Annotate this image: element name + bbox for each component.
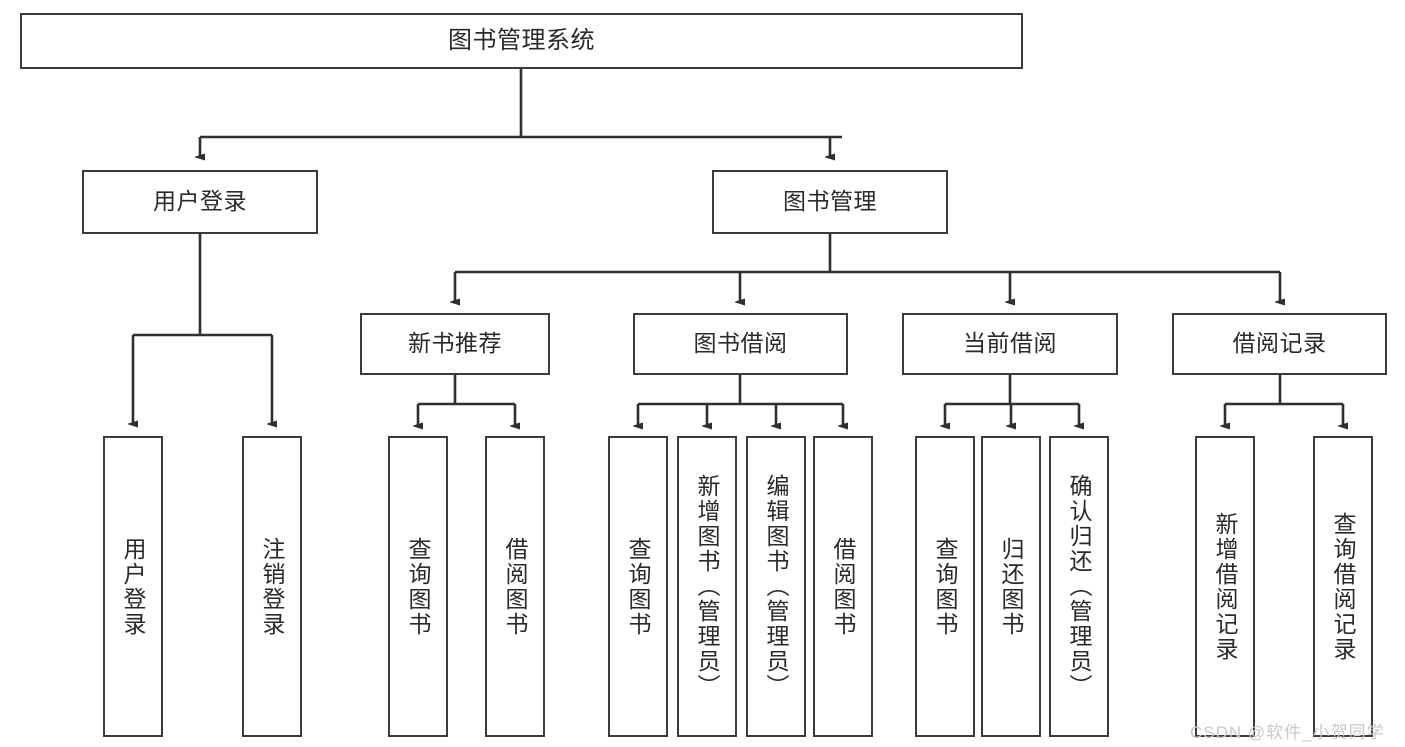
- node-user-login[interactable]: 用户登录: [82, 170, 318, 234]
- node-label: 新增借阅记录: [1212, 511, 1239, 662]
- node-label: 查询借阅记录: [1330, 511, 1357, 662]
- node-label: 用户登录: [120, 536, 147, 637]
- node-label: 确认归还（管理员）: [1066, 474, 1093, 699]
- node-label: 查询图书: [625, 536, 652, 637]
- leaf-query-books-borrow[interactable]: 查询图书: [608, 436, 668, 737]
- leaf-edit-book-admin[interactable]: 编辑图书（管理员）: [746, 436, 806, 737]
- leaf-add-book-admin[interactable]: 新增图书（管理员）: [677, 436, 737, 737]
- node-label: 图书管理系统: [448, 26, 595, 54]
- node-label: 当前借阅: [963, 330, 1057, 357]
- watermark-text: CSDN @软件_小贺同学: [1190, 723, 1385, 742]
- leaf-return-books[interactable]: 归还图书: [981, 436, 1041, 737]
- leaf-borrow-books-borrow[interactable]: 借阅图书: [813, 436, 873, 737]
- node-library-management-system[interactable]: 图书管理系统: [20, 13, 1023, 69]
- node-new-book-recommendation[interactable]: 新书推荐: [360, 313, 550, 375]
- node-book-borrow[interactable]: 图书借阅: [633, 313, 848, 375]
- node-label: 图书管理: [783, 188, 877, 215]
- leaf-borrow-books-newbook[interactable]: 借阅图书: [485, 436, 545, 737]
- node-label: 借阅记录: [1232, 330, 1327, 357]
- node-current-borrow[interactable]: 当前借阅: [902, 313, 1118, 375]
- node-label: 查询图书: [405, 536, 432, 637]
- leaf-query-borrow-record[interactable]: 查询借阅记录: [1313, 436, 1373, 737]
- node-label: 借阅图书: [502, 536, 529, 637]
- leaf-user-login[interactable]: 用户登录: [103, 436, 163, 737]
- leaf-add-borrow-record[interactable]: 新增借阅记录: [1195, 436, 1255, 737]
- node-label: 借阅图书: [830, 536, 857, 637]
- node-label: 新书推荐: [408, 330, 502, 357]
- node-label: 新增图书（管理员）: [694, 474, 721, 699]
- node-label: 编辑图书（管理员）: [763, 474, 790, 699]
- node-borrow-record[interactable]: 借阅记录: [1172, 313, 1387, 375]
- node-label: 归还图书: [998, 536, 1025, 637]
- node-label: 用户登录: [153, 188, 247, 215]
- node-label: 注销登录: [259, 536, 286, 637]
- leaf-confirm-return-admin[interactable]: 确认归还（管理员）: [1049, 436, 1109, 737]
- node-label: 查询图书: [932, 536, 959, 637]
- node-book-management[interactable]: 图书管理: [712, 170, 948, 234]
- leaf-query-books-newbook[interactable]: 查询图书: [388, 436, 448, 737]
- node-label: 图书借阅: [693, 330, 788, 357]
- leaf-logout-login[interactable]: 注销登录: [242, 436, 302, 737]
- leaf-query-books-current[interactable]: 查询图书: [915, 436, 975, 737]
